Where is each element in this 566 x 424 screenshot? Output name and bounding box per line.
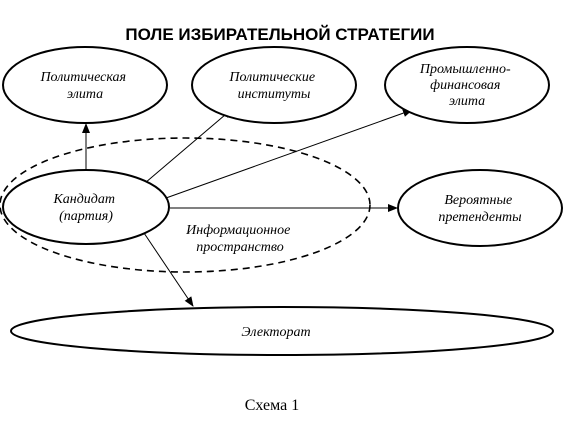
node-political-elite: Политическая элита <box>2 46 168 124</box>
information-space-line-1: Информационное <box>185 223 290 238</box>
industrial-financial-elite-line-2: финансовая <box>430 78 500 93</box>
node-electorate: Электорат <box>10 306 554 356</box>
industrial-financial-elite-line-3: элита <box>449 94 485 109</box>
arrow-to-industrial-financial-elite <box>165 109 413 199</box>
diagram-title: ПОЛЕ ИЗБИРАТЕЛЬНОЙ СТРАТЕГИИ <box>125 25 434 44</box>
node-probable-contenders: Вероятные претенденты <box>397 169 563 247</box>
svg-text:Кандидат (партия): Кандидат (партия) <box>52 192 118 224</box>
arrow-to-electorate <box>143 232 194 307</box>
svg-text:Вероятные претенденты: Вероятные претенденты <box>438 193 521 225</box>
probable-contenders-line-2: претенденты <box>438 210 521 225</box>
connector-arrows <box>82 108 413 307</box>
figure-caption: Схема 1 <box>245 397 300 414</box>
industrial-financial-elite-line-1: Промышленно- <box>419 62 511 77</box>
political-elite-line-2: элита <box>67 87 103 102</box>
candidate-line-1: Кандидат <box>52 192 115 207</box>
node-candidate: Кандидат (партия) <box>2 169 170 245</box>
node-political-institutes: Политические институты <box>191 46 357 124</box>
information-space-boundary <box>0 137 371 273</box>
political-institutes-line-2: институты <box>238 87 311 102</box>
svg-text:Промышленно- финансовая: Промышленно- финансовая элита <box>419 62 514 109</box>
svg-text:Политические институты: Политические институты <box>228 70 318 102</box>
node-industrial-financial-elite: Промышленно- финансовая элита <box>384 46 550 124</box>
candidate-line-2: (партия) <box>59 209 113 224</box>
probable-contenders-line-1: Вероятные <box>444 193 512 208</box>
information-space-label: Информационное пространство <box>185 223 294 255</box>
political-institutes-line-1: Политические <box>228 70 315 85</box>
arrow-to-political-institutes <box>144 108 233 184</box>
political-elite-line-1: Политическая <box>39 70 126 85</box>
electorate-label: Электорат <box>241 325 310 340</box>
svg-text:Политическая элита: Политическая элита <box>39 70 129 102</box>
information-space-line-2: пространство <box>196 240 284 255</box>
